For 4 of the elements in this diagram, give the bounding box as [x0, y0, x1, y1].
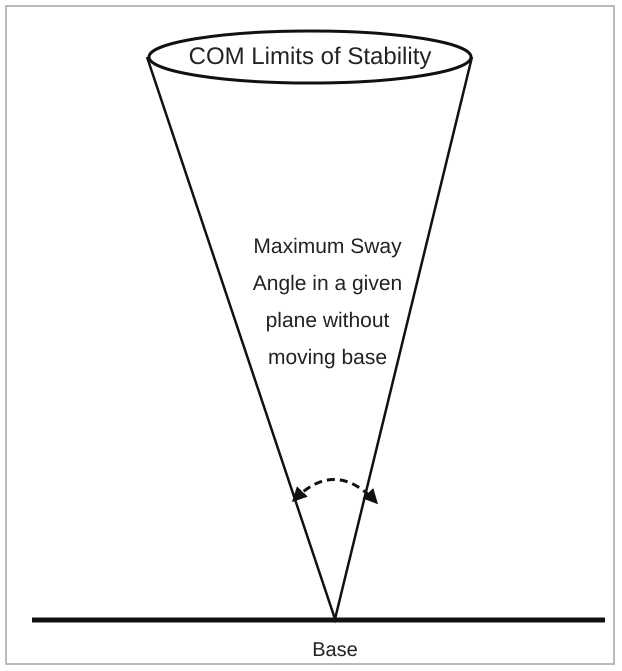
- ellipse-label: COM Limits of Stability: [188, 43, 432, 71]
- ellipse-shape: [147, 29, 473, 85]
- angle-description: Maximum Sway Angle in a given plane without moving base: [252, 234, 404, 371]
- base-label: Base: [311, 638, 359, 662]
